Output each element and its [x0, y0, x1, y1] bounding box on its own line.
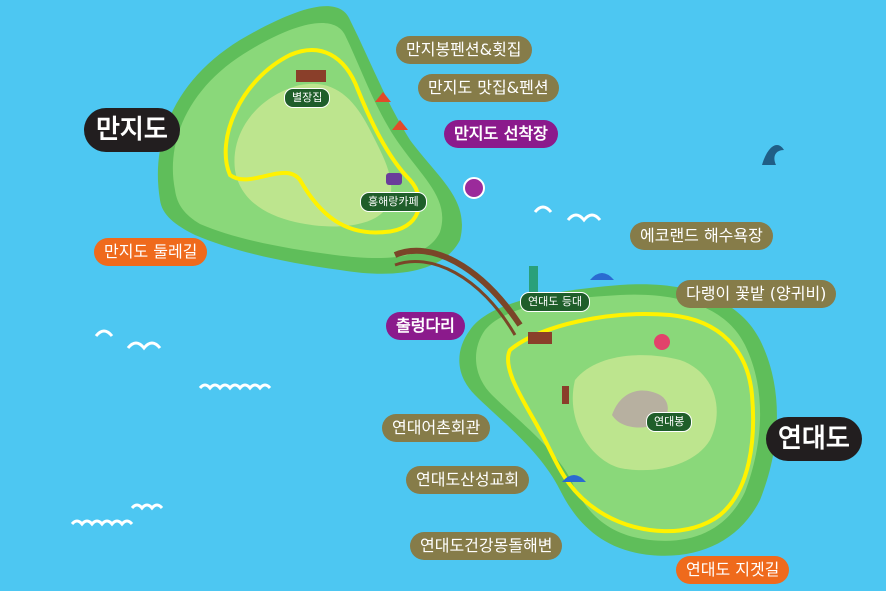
village-hall-icon [528, 332, 552, 344]
label-manjido-trail: 만지도 둘레길 [94, 238, 208, 266]
wave-decor [70, 205, 602, 527]
cafe-icon [386, 173, 402, 185]
whale-tail-icon [762, 145, 784, 165]
label-fishing-village: 연대어촌회관 [382, 414, 491, 442]
label-manjibong-pension: 만지봉펜션&횟집 [396, 36, 532, 64]
parasol-icon [590, 273, 614, 280]
label-manjido-pier: 만지도 선착장 [444, 120, 558, 148]
label-flower-field-text: 다랭이 꽃밭 [686, 284, 765, 303]
restaurant-icon [392, 120, 408, 130]
label-eco-beach: 에코랜드 해수욕장 [630, 222, 773, 250]
poi-yeondaebong: 연대봉 [646, 412, 693, 432]
label-bridge: 출렁다리 [386, 312, 465, 340]
church-icon [562, 386, 569, 404]
lighthouse-icon [529, 266, 538, 294]
label-flower-field-note: (양귀비) [769, 284, 827, 303]
beach-parasol-icon [562, 475, 586, 482]
poi-hongharang-cafe: 홍해랑카페 [360, 192, 427, 212]
house-icon [296, 70, 326, 82]
poi-byeoljangjip: 별장집 [284, 88, 331, 108]
yeondaedo-island [459, 284, 777, 556]
label-health-beach: 연대도건강몽돌해변 [410, 532, 563, 560]
poi-lighthouse: 연대도 등대 [520, 292, 591, 312]
pier-icon [463, 177, 485, 199]
label-church: 연대도산성교회 [406, 466, 530, 494]
island-name-manjido: 만지도 [84, 108, 180, 152]
island-name-yeondaedo: 연대도 [766, 417, 862, 461]
label-zigzag-trail: 연대도 지겟길 [676, 556, 790, 584]
yeondaedo-trail-path [506, 312, 756, 534]
label-manjido-restaurant: 만지도 맛집&펜션 [418, 74, 559, 102]
suspension-bridge [393, 247, 523, 336]
label-flower-field: 다랭이 꽃밭 (양귀비) [676, 280, 837, 308]
manjido-trail-path [223, 48, 422, 235]
flower-icon [654, 334, 670, 350]
pension-icon [375, 92, 391, 102]
